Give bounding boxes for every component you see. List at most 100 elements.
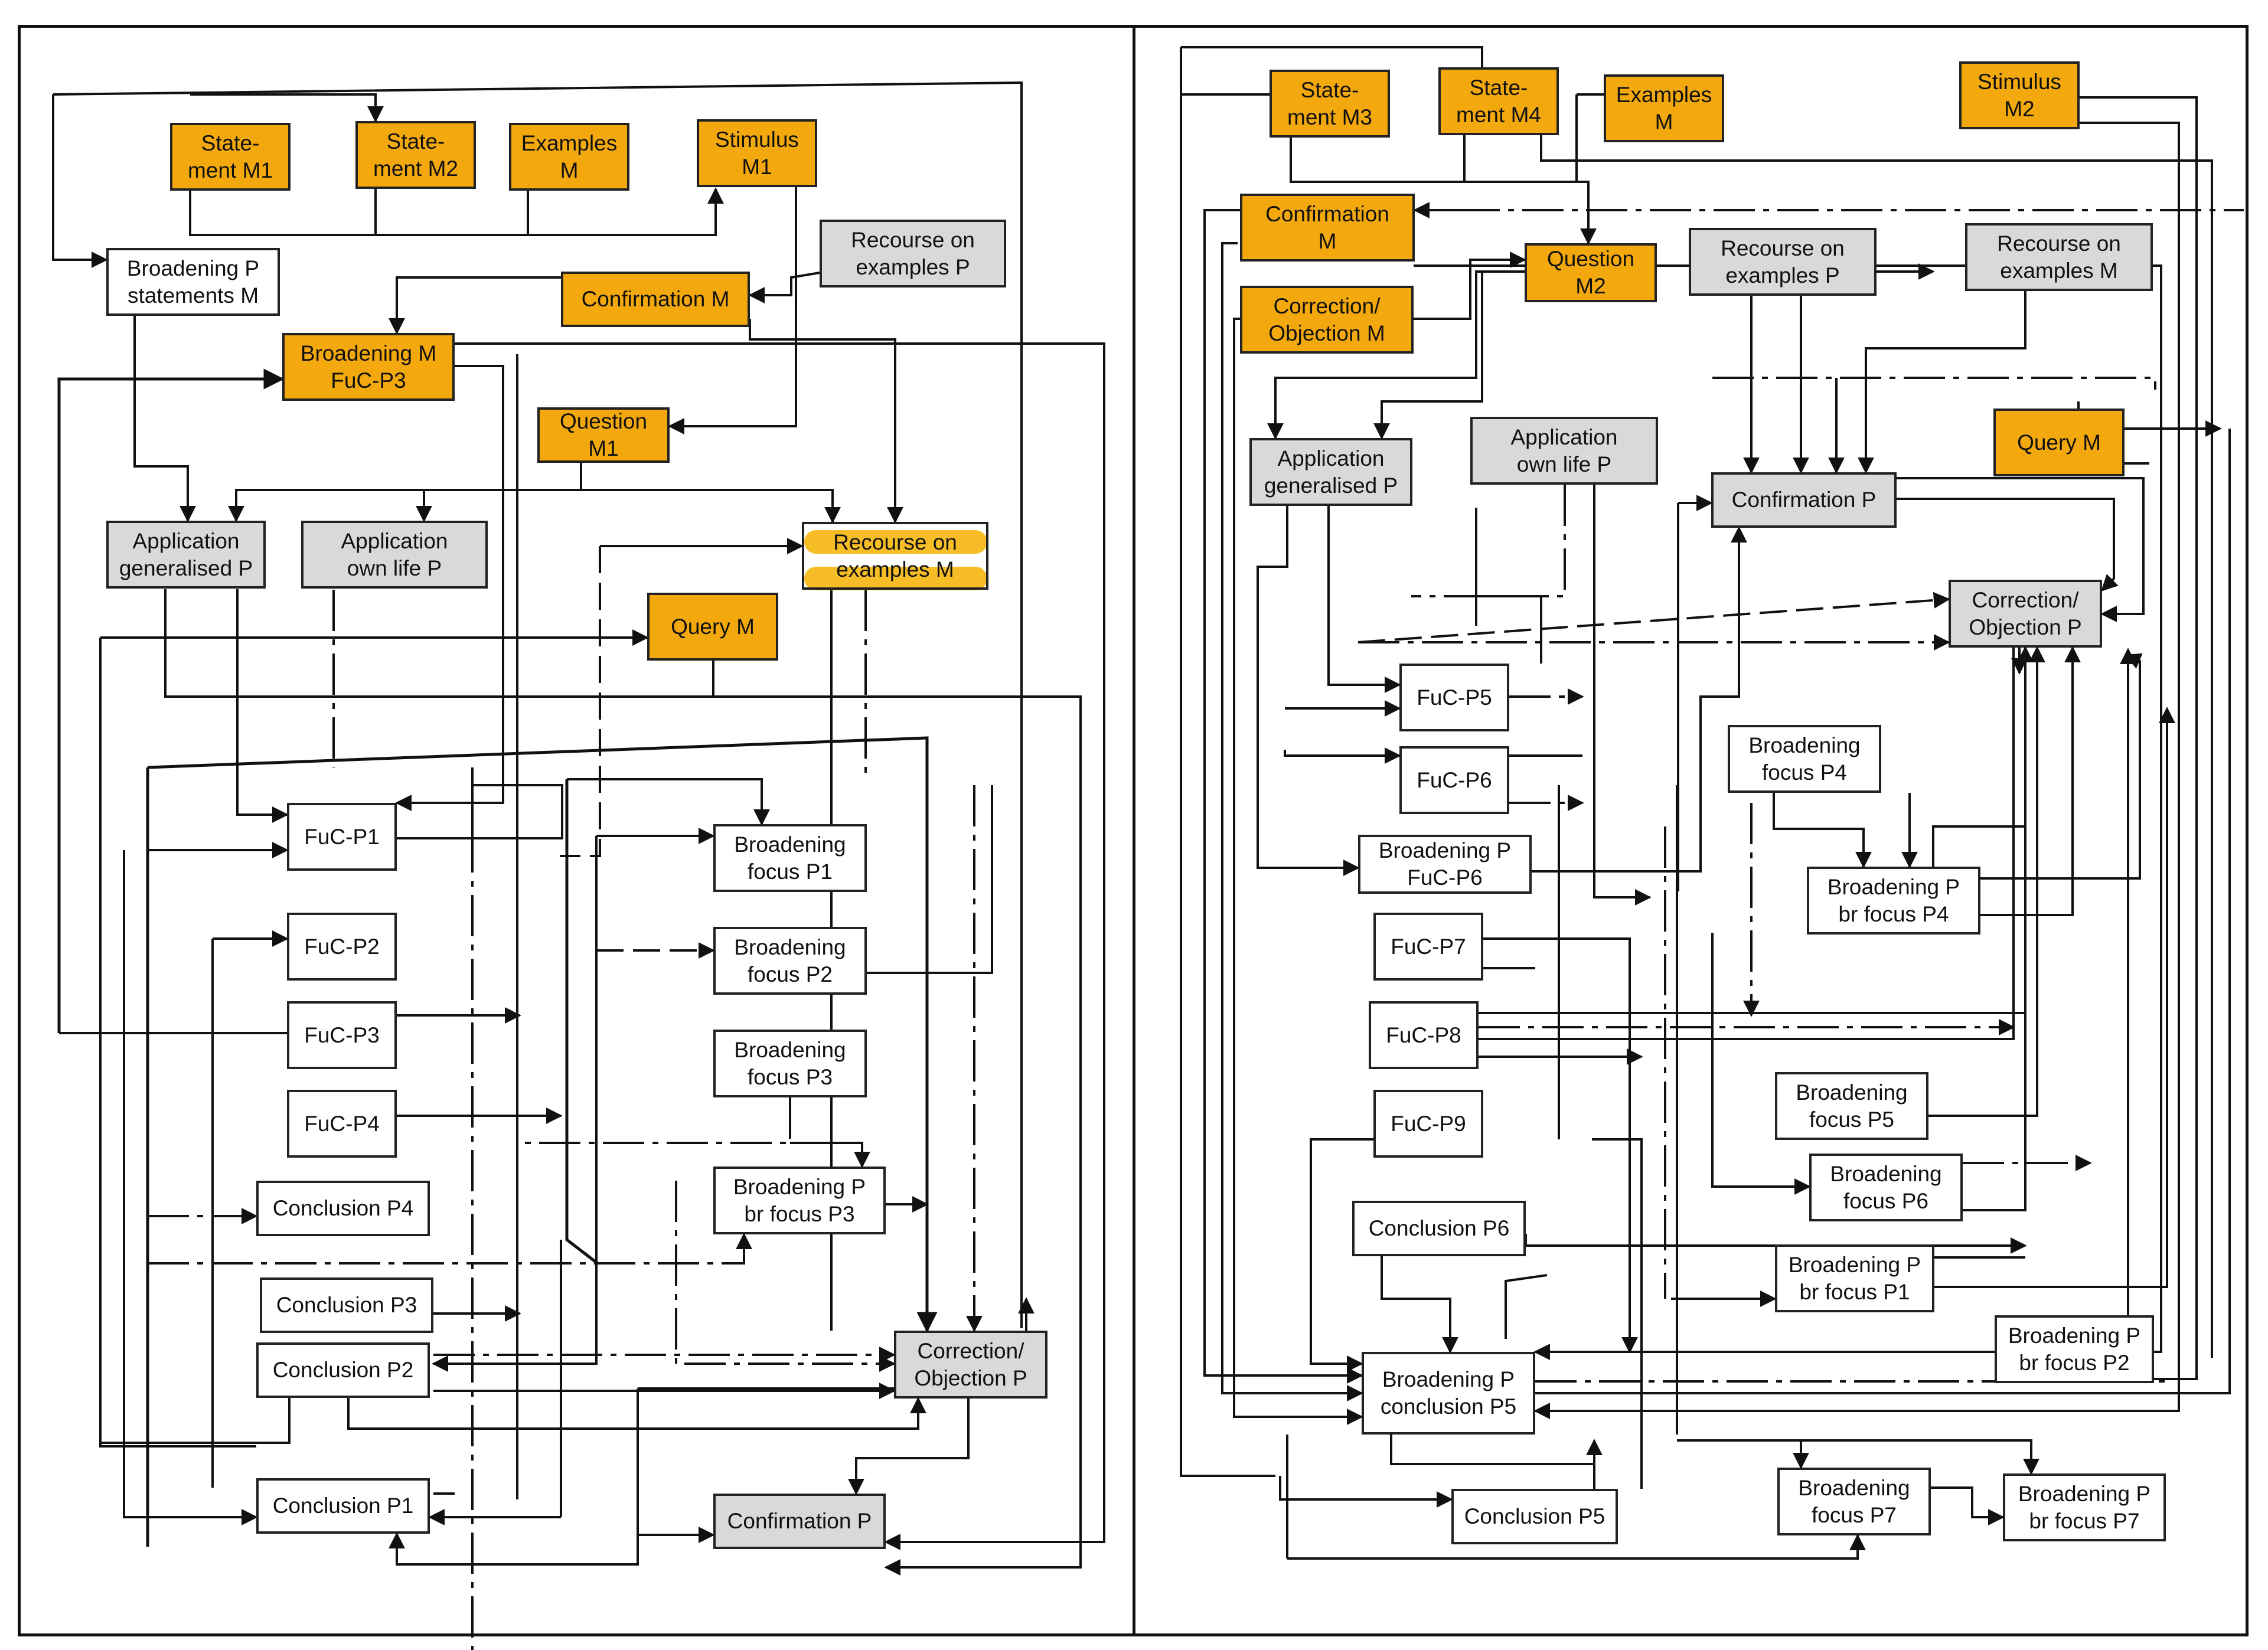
connector-group (52, 46, 2244, 1650)
connector-line (1677, 1439, 2039, 1475)
connector-line (1934, 707, 2175, 1288)
application-own-life-p-node: Application own life P (301, 521, 488, 589)
broadening-m-fuc-p3-node: Broadening M FuC-P3 (282, 333, 455, 401)
connector-line (389, 276, 561, 335)
broadening-focus-p2-node: Broadening focus P2 (713, 927, 867, 995)
connector-line (1928, 646, 2045, 1117)
broadening-p-br-focus-p7-node: Broadening P br focus P7 (2003, 1473, 2166, 1541)
connector-line (389, 1388, 639, 1566)
connector-line (99, 638, 256, 1448)
connector-line (189, 187, 724, 236)
connector-line (567, 778, 770, 826)
application-generalised-p-node: Application generalised P (106, 521, 266, 589)
connector-line (147, 736, 938, 1333)
conclusion-p5-node: Conclusion P5 (1451, 1489, 1618, 1544)
connector-line (164, 589, 1082, 1576)
connector-line (675, 1181, 896, 1372)
connector-line (1181, 46, 1483, 67)
connector-line (1483, 937, 1638, 1354)
connector-line (432, 836, 598, 1372)
connector-line (1540, 135, 2213, 1358)
connector-line (100, 1398, 291, 1444)
conclusion-p3-node: Conclusion P3 (260, 1277, 433, 1333)
conclusion-p2-node: Conclusion P2 (256, 1342, 430, 1398)
connector-line (1327, 506, 1401, 693)
connector-line (1284, 747, 1401, 764)
confirmation-p-node: Confirmation P (1711, 472, 1897, 528)
connector-line (790, 1142, 870, 1168)
connector-line (1897, 498, 2119, 592)
connector-line (1711, 933, 1811, 1195)
connector-line (1373, 272, 1483, 440)
query-m-node: Query M (647, 593, 778, 661)
connector-line (1267, 270, 1525, 440)
connector-line (1290, 138, 1597, 245)
connector-line (395, 365, 504, 811)
connector-line (236, 589, 289, 823)
correction-objection-m-node: Correction/ Objection M (1240, 286, 1414, 354)
broadening-p-br-focus-p3-node: Broadening P br focus P3 (713, 1167, 886, 1234)
stimulus-m1-node: Stimulus M1 (697, 119, 817, 187)
connector-line (1203, 209, 1363, 1384)
fuc-p7-node: FuC-P7 (1373, 913, 1483, 981)
highlight-ring (804, 567, 987, 590)
connector-line (668, 187, 797, 434)
recourse-examples-p-node: Recourse on examples P (820, 220, 1006, 287)
fuc-p3-node: FuC-P3 (287, 1001, 397, 1069)
broadening-p-br-focus-p1-node: Broadening P br focus P1 (1775, 1244, 1934, 1312)
connector-line (1505, 1274, 1548, 1339)
connector-line (2080, 96, 2198, 1380)
broadening-p-fuc-p6-node: Broadening P FuC-P6 (1358, 835, 1532, 894)
application-generalised-p-node: Application generalised P (1249, 438, 1412, 506)
connector-line (1411, 485, 1566, 597)
recourse-examples-p-node: Recourse on examples P (1689, 228, 1877, 296)
connector-line (1357, 592, 1950, 643)
statement-m2-node: State- ment M2 (355, 121, 476, 189)
connector-line (190, 93, 384, 123)
statement-m1-node: State- ment M1 (170, 123, 291, 191)
connector-line (1414, 251, 1526, 320)
recourse-examples-m-node: Recourse on examples M (802, 522, 988, 590)
connector-line (1221, 242, 1363, 1401)
fuc-p9-node: FuC-P9 (1373, 1090, 1483, 1158)
connector-line (1963, 646, 2034, 1211)
broadening-focus-p7-node: Broadening focus P7 (1777, 1468, 1931, 1535)
connector-line (1479, 648, 2015, 1040)
connector-line (455, 342, 1105, 1550)
connector-line (1532, 526, 1747, 873)
connector-line (1279, 1476, 1453, 1508)
confirmation-m-node: Confirmation M (1240, 194, 1415, 262)
fuc-p2-node: FuC-P2 (287, 913, 397, 981)
connector-line (1381, 1256, 1458, 1354)
broadening-p-br-focus-p4-node: Broadening P br focus P4 (1807, 867, 1980, 935)
connector-line (1287, 1534, 1866, 1560)
broadening-p-conclusion-p5-node: Broadening P conclusion P5 (1362, 1352, 1535, 1435)
connector-line (581, 489, 841, 524)
connector-line (397, 784, 563, 839)
connector-line (1310, 1138, 1373, 1372)
fuc-p8-node: FuC-P8 (1369, 1001, 1479, 1069)
connector-line (347, 1397, 926, 1430)
connector-line (133, 316, 196, 522)
connector-line (1980, 653, 2143, 880)
connector-line (123, 850, 258, 1525)
conclusion-p1-node: Conclusion P1 (256, 1478, 430, 1534)
broadening-p-br-focus-p2-node: Broadening P br focus P2 (1995, 1315, 2154, 1383)
question-m1-node: Question M1 (537, 407, 670, 463)
query-m-node: Query M (1993, 409, 2125, 476)
connector-line (1712, 377, 2156, 390)
connector-line (848, 1399, 970, 1495)
connector-line (520, 1097, 791, 1144)
fuc-p5-node: FuC-P5 (1399, 664, 1509, 731)
connector-line (1773, 793, 1872, 868)
connector-line (1931, 1486, 2005, 1525)
correction-objection-p-node: Correction/ Objection P (894, 1331, 1047, 1399)
broadening-p-statements-m-node: Broadening P statements M (106, 248, 280, 316)
broadening-focus-p1-node: Broadening focus P1 (713, 824, 867, 892)
broadening-focus-p4-node: Broadening focus P4 (1728, 725, 1881, 793)
broadening-focus-p3-node: Broadening focus P3 (713, 1030, 867, 1097)
connector-line (1858, 291, 2026, 474)
statement-m3-node: State- ment M3 (1270, 70, 1390, 138)
broadening-focus-p6-node: Broadening focus P6 (1809, 1154, 1963, 1221)
connector-line (1257, 506, 1360, 876)
